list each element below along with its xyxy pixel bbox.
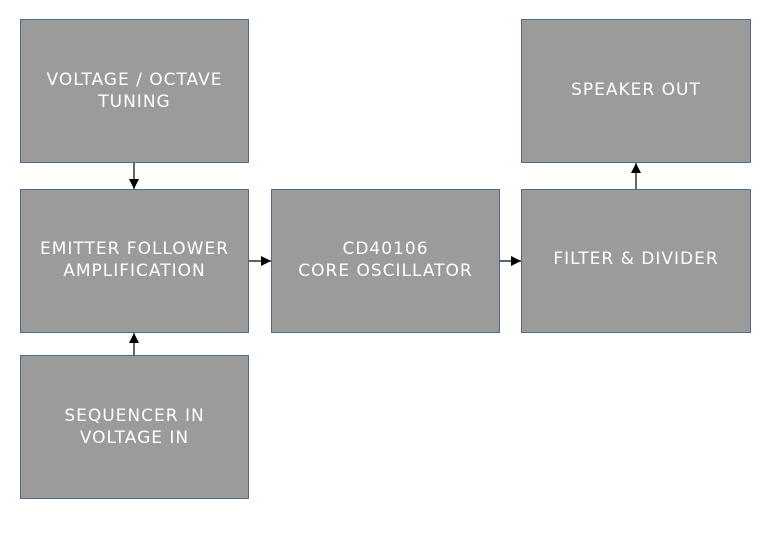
filter-divider-block: FILTER & DIVIDER (521, 189, 751, 333)
core-oscillator-block: CD40106 CORE OSCILLATOR (271, 189, 500, 333)
emitter-follower-block: EMITTER FOLLOWER AMPLIFICATION (20, 189, 249, 333)
speaker-out-block: SPEAKER OUT (521, 19, 751, 163)
block-label-line: FILTER & DIVIDER (553, 249, 719, 269)
block-label-line: VOLTAGE IN (79, 428, 190, 448)
sequencer-in-block: SEQUENCER IN VOLTAGE IN (20, 355, 249, 499)
block-label-line: EMITTER FOLLOWER (39, 239, 230, 259)
block-label-line: CD40106 (342, 239, 429, 259)
block-label-line: CORE OSCILLATOR (298, 261, 473, 281)
block-label-line: SPEAKER OUT (571, 80, 701, 100)
block-label-line: VOLTAGE / OCTAVE (46, 70, 223, 90)
block-label-line: AMPLIFICATION (63, 261, 206, 281)
block-label-line: TUNING (98, 92, 171, 112)
voltage-octave-tuning-block: VOLTAGE / OCTAVE TUNING (20, 19, 249, 163)
block-label-line: SEQUENCER IN (64, 406, 205, 426)
